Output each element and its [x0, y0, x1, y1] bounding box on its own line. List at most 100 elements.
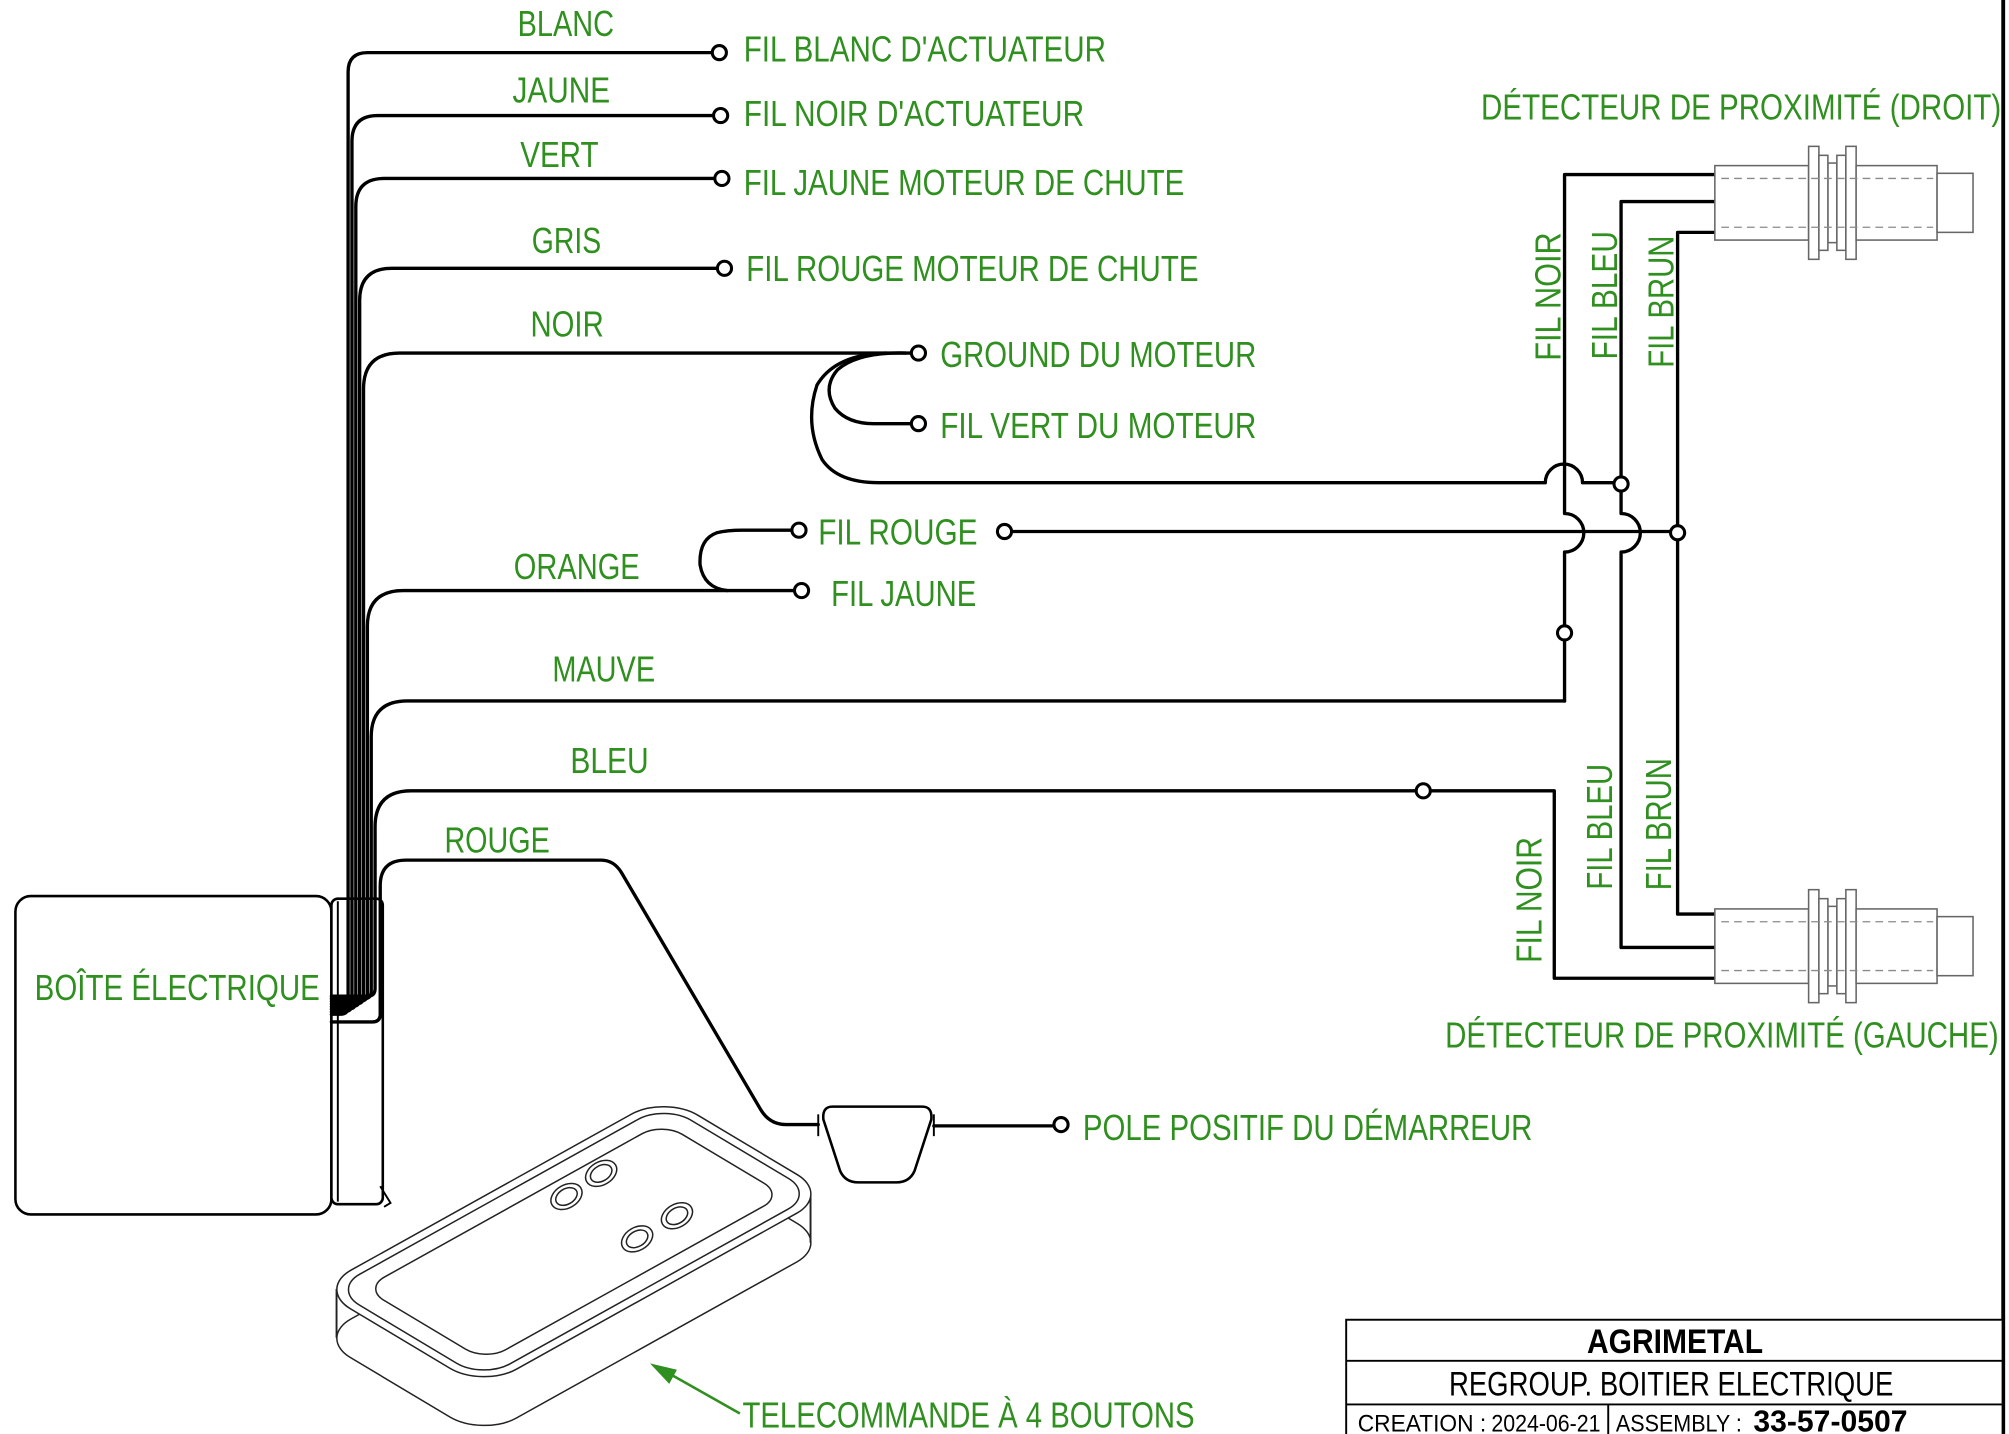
title-block: AGRIMETAL REGROUP. BOITIER ELECTRIQUE CR…	[1345, 1318, 2004, 1434]
electrical-box: BOÎTE ÉLECTRIQUE	[14, 894, 392, 1216]
title-block-creation-label: CREATION :	[1358, 1410, 1486, 1434]
junction-bleu-ground	[1612, 475, 1630, 493]
remote-buttons	[546, 1155, 697, 1257]
terminal-bleu-splice	[1414, 782, 1432, 800]
wire-label-noir: NOIR	[531, 303, 604, 344]
terminal-label-fil-noir-actuateur: FIL NOIR D'ACTUATEUR	[744, 93, 1084, 134]
terminal-label-fil-rouge-moteur-chute: FIL ROUGE MOTEUR DE CHUTE	[746, 248, 1198, 289]
terminal-fil-noir-actuateur	[712, 106, 730, 125]
terminal-fil-jaune-moteur-chute	[713, 169, 731, 188]
wire-blanc	[329, 50, 715, 1016]
wire-orange-branch-rouge	[698, 528, 795, 593]
sensor-body-front	[1855, 908, 1938, 985]
sensor-nut-outer	[1845, 888, 1857, 1004]
wire-noir	[329, 351, 914, 1006]
sensor-washer	[1836, 897, 1847, 995]
sensor-lead-bleu-top	[1619, 199, 1717, 480]
wire-labels: BLANC JAUNE VERT GRIS NOIR ORANGE MAUVE …	[444, 3, 655, 860]
wire-label-blanc: BLANC	[518, 3, 614, 44]
sensor-body-rear	[1714, 164, 1810, 241]
terminal-label-ground-moteur: GROUND DU MOTEUR	[940, 334, 1256, 375]
terminal-labels: FIL BLANC D'ACTUATEUR FIL NOIR D'ACTUATE…	[744, 29, 1533, 1148]
title-block-assembly-label: ASSEMBLY :	[1616, 1410, 1742, 1434]
terminal-label-fil-jaune-moteur-chute: FIL JAUNE MOTEUR DE CHUTE	[744, 162, 1185, 203]
wire-label-rouge: ROUGE	[444, 819, 549, 860]
fuse-holder-body	[821, 1105, 933, 1184]
sensor-right-wire-bleu-label: FIL BLEU	[1584, 231, 1625, 359]
sensor-nut-outer	[1807, 145, 1820, 261]
sensor-right-wire-noir-label: FIL NOIR	[1528, 232, 1569, 360]
sensor-left-wire-bleu-label: FIL BLEU	[1579, 764, 1620, 890]
terminal-fil-rouge	[790, 521, 808, 539]
title-block-creation-date: 2024-06-21	[1491, 1410, 1600, 1434]
wire-label-mauve: MAUVE	[552, 649, 655, 690]
sensor-left-wire-noir-label: FIL NOIR	[1508, 837, 1549, 963]
title-block-company: AGRIMETAL	[1587, 1323, 1763, 1361]
sensor-shaft	[1827, 162, 1838, 244]
sensor-washer	[1818, 154, 1829, 252]
remote-panel	[364, 1122, 784, 1361]
sensor-lead-noir-upper	[1562, 172, 1717, 629]
remote-button-inner	[553, 1184, 581, 1209]
wire-label-orange: ORANGE	[514, 546, 640, 587]
wire-label-bleu: BLEU	[570, 740, 648, 781]
proximity-sensor-right	[1714, 145, 1974, 261]
sensor-left-wire-brun-label: FIL BRUN	[1638, 758, 1679, 890]
wire-orange	[329, 588, 797, 1004]
terminal-label-fil-vert-moteur: FIL VERT DU MOTEUR	[940, 405, 1256, 446]
sensor-washer	[1836, 154, 1847, 252]
wire-label-jaune: JAUNE	[513, 70, 611, 111]
terminal-label-fil-blanc-actuateur: FIL BLANC D'ACTUATEUR	[744, 29, 1106, 70]
remote-label: TELECOMMANDE À 4 BOUTONS	[742, 1395, 1194, 1434]
fuse-holder	[817, 1105, 935, 1184]
wire-noir-branch-ground	[809, 351, 1616, 485]
title-block-frame	[1345, 1318, 2004, 1434]
terminal-fil-blanc-actuateur	[710, 44, 728, 62]
sensor-body-front	[1855, 164, 1938, 241]
electrical-box-label: BOÎTE ÉLECTRIQUE	[35, 967, 320, 1008]
sensor-nut-outer	[1807, 888, 1820, 1004]
sensor-lead-bleu-bottom	[1619, 488, 1717, 950]
remote-button-inner	[663, 1203, 691, 1228]
sensor-washer	[1818, 897, 1829, 995]
wire-label-gris: GRIS	[532, 220, 601, 261]
sensor-leads	[1562, 172, 1717, 950]
sensor-lead-brun-bottom	[1675, 537, 1717, 916]
wire-gris	[329, 266, 720, 1009]
sensor-lead-brun-top	[1675, 230, 1717, 529]
remote-control: TELECOMMANDE À 4 BOUTONS	[317, 1096, 1195, 1434]
sensor-right-wire-brun-label: FIL BRUN	[1641, 236, 1682, 368]
junction-brun-rouge	[1668, 524, 1687, 542]
wire-label-vert: VERT	[520, 134, 598, 175]
junction-noir-mauve	[1555, 624, 1574, 642]
wire-harness	[329, 50, 1717, 1128]
terminal-label-fil-rouge: FIL ROUGE	[818, 511, 977, 552]
remote-top-face	[317, 1096, 830, 1388]
terminal-label-pole-positif: POLE POSITIF DU DÉMARREUR	[1083, 1107, 1533, 1148]
electrical-box-latch	[379, 1185, 392, 1208]
terminal-fil-jaune	[792, 581, 811, 600]
title-block-assembly-number: 33-57-0507	[1753, 1403, 1907, 1434]
wire-bleu-continuation	[1428, 789, 1717, 980]
sensor-nut-outer	[1845, 145, 1857, 261]
remote-callout-arrow-head	[649, 1363, 677, 1384]
sensor-left-label: DÉTECTEUR DE PROXIMITÉ (GAUCHE)	[1445, 1015, 1999, 1056]
sensor-body-rear	[1714, 908, 1810, 985]
terminal-fil-vert-moteur	[909, 415, 928, 433]
remote-button-inner	[587, 1161, 615, 1186]
electrical-box-body	[14, 894, 333, 1216]
wire-mauve	[329, 699, 1567, 1001]
terminal-fil-rouge-line	[995, 522, 1014, 541]
sensor-tip	[1936, 172, 1974, 234]
terminal-pole-positif	[1052, 1116, 1070, 1134]
sensor-right-label: DÉTECTEUR DE PROXIMITÉ (DROIT)	[1481, 86, 2001, 127]
title-block-title: REGROUP. BOITIER ELECTRIQUE	[1449, 1365, 1893, 1403]
sensor-shaft	[1827, 905, 1838, 987]
terminal-fil-rouge-moteur-chute	[715, 259, 734, 277]
sensor-tip	[1936, 915, 1974, 977]
wire-rouge	[329, 858, 820, 1127]
terminal-ground-moteur	[909, 344, 928, 362]
remote-button-inner	[623, 1226, 651, 1251]
proximity-sensor-left	[1714, 888, 1974, 1004]
